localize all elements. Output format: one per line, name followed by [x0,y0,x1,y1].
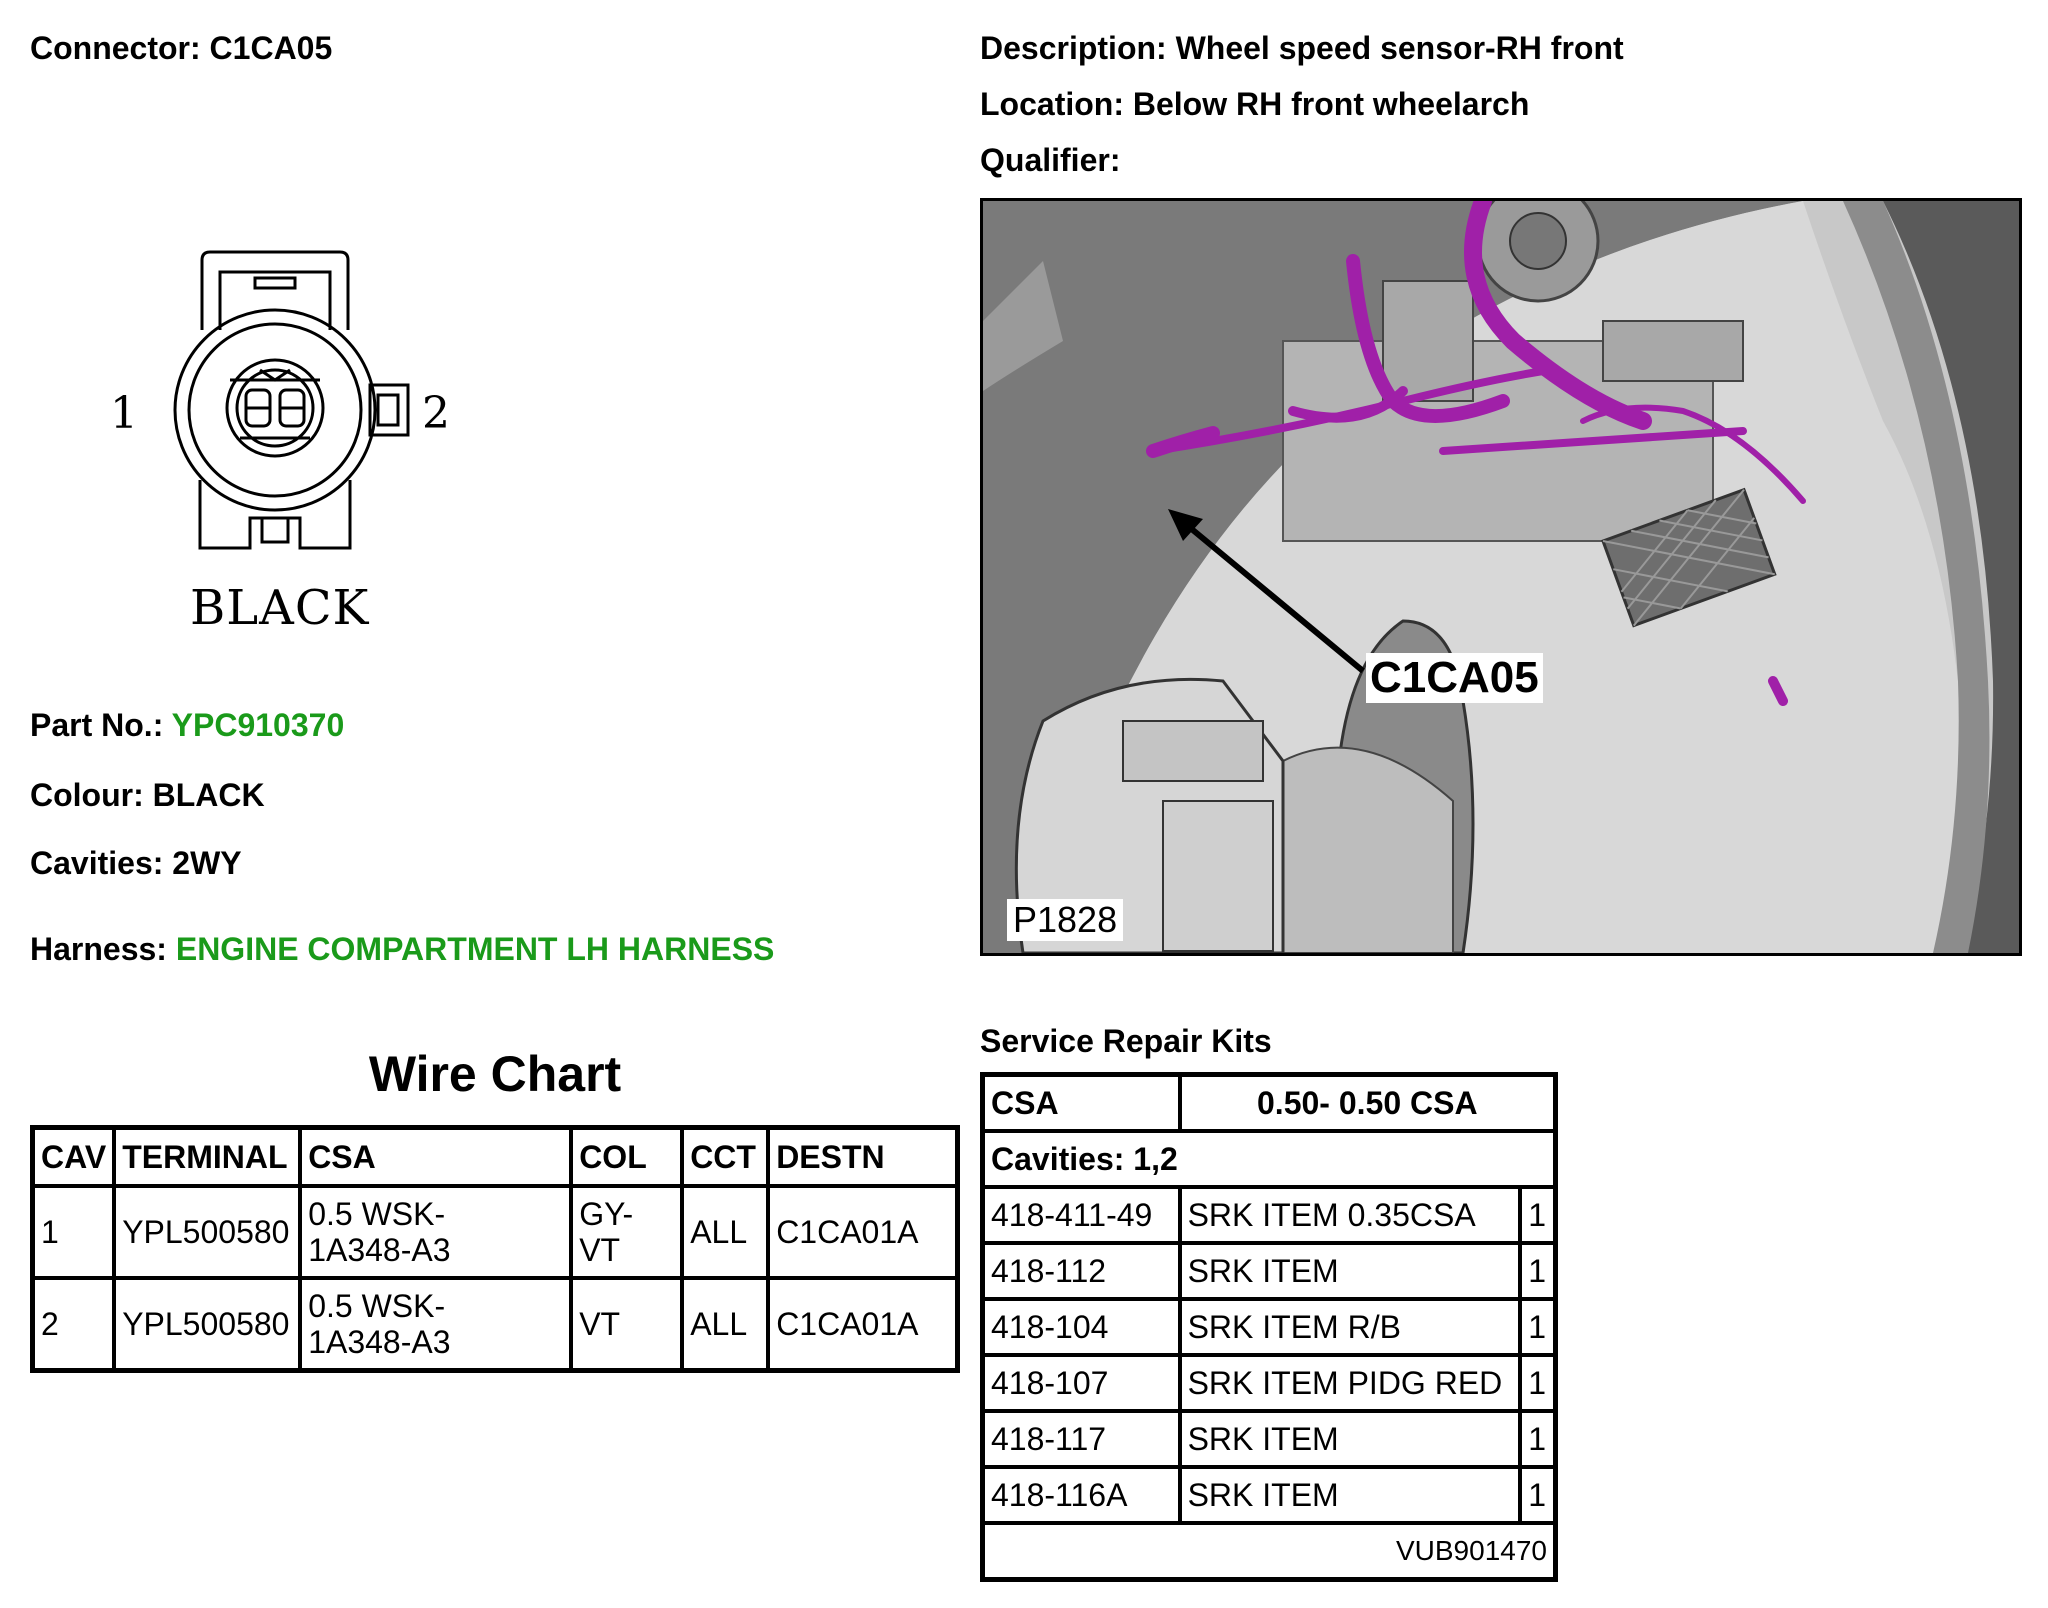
header-csa: CSA [298,1125,574,1188]
kit-item: SRK ITEM [1177,1409,1523,1469]
kits-footer-row: VUB901470 [980,1521,1558,1582]
kit-code: 418-107 [980,1353,1182,1413]
description-label: Description: [980,30,1167,66]
description-field: Description: Wheel speed sensor-RH front [980,28,1624,68]
pin-1-label: 1 [110,388,138,439]
header-cct: CCT [680,1125,771,1188]
qualifier-label: Qualifier: [980,142,1121,178]
location-field: Location: Below RH front wheelarch [980,84,1529,124]
kit-row: 418-112 SRK ITEM 1 [980,1241,1558,1301]
header-terminal: TERMINAL [112,1125,303,1188]
kit-code: 418-104 [980,1297,1182,1357]
location-value: Below RH front wheelarch [1132,86,1530,122]
harness-link[interactable]: ENGINE COMPARTMENT LH HARNESS [175,931,775,967]
cavities-label: Cavities: [30,845,164,881]
kit-row: 418-411-49 SRK ITEM 0.35CSA 1 [980,1185,1558,1245]
kit-row: 418-107 SRK ITEM PIDG RED 1 [980,1353,1558,1413]
csa-cell: 0.5 WSK-1A348-A3 [298,1184,574,1280]
wheelarch-illustration [983,201,2019,953]
service-repair-kits-title: Service Repair Kits [980,1023,1272,1059]
header-cav: CAV [30,1125,117,1188]
kit-code: 418-112 [980,1241,1182,1301]
cav-cell: 1 [30,1184,117,1280]
cct-cell: ALL [680,1276,771,1373]
destn-cell: C1CA01A [766,1276,960,1373]
col-line-1: VT [579,1306,621,1342]
qualifier-field: Qualifier: [980,140,1120,180]
connector-face-drawing: 1 2 [110,250,450,550]
service-repair-kits-table: CSA 0.50- 0.50 CSA Cavities: 1,2 418-411… [980,1072,1558,1582]
colour-field: Colour: BLACK [30,775,265,815]
connector-label: Connector: [30,30,201,66]
kit-item: SRK ITEM [1177,1241,1523,1301]
colour-value: BLACK [152,777,265,813]
kit-row: 418-117 SRK ITEM 1 [980,1409,1558,1469]
kit-item: SRK ITEM R/B [1177,1297,1523,1357]
kits-cavities: Cavities: 1,2 [980,1129,1558,1189]
location-label: Location: [980,86,1124,122]
kit-row: 418-116A SRK ITEM 1 [980,1465,1558,1525]
col-line-1: GY- [579,1196,634,1232]
destn-cell: C1CA01A [766,1184,960,1280]
kit-qty: 1 [1518,1297,1558,1357]
wire-chart-header-row: CAV TERMINAL CSA COL CCT DESTN [30,1125,960,1188]
cct-cell: ALL [680,1184,771,1280]
part-no-label: Part No.: [30,707,164,743]
description-value: Wheel speed sensor-RH front [1175,30,1624,66]
csa-line-2: 1A348-A3 [308,1324,451,1360]
part-no-field: Part No.: YPC910370 [30,705,344,745]
wire-chart-title: Wire Chart [368,1046,622,1102]
col-cell: GY-VT [569,1184,685,1280]
part-no-link[interactable]: YPC910370 [171,707,345,743]
kit-qty: 1 [1518,1185,1558,1245]
pin-2-label: 2 [422,388,450,439]
kits-csa-value: 0.50- 0.50 CSA [1177,1072,1558,1133]
location-photo: C1CA05 P1828 [980,198,2022,956]
colour-label: Colour: [30,777,144,813]
kit-qty: 1 [1518,1409,1558,1469]
csa-line-2: 1A348-A3 [308,1232,451,1268]
kits-csa-label: CSA [980,1072,1182,1133]
kits-footer-code: VUB901470 [980,1521,1558,1582]
header-col: COL [569,1125,685,1188]
kit-code: 418-116A [980,1465,1182,1525]
connector-colour-caption: BLACK [190,580,370,636]
col-cell: VT [569,1276,685,1373]
cavities-field: Cavities: 2WY [30,843,242,883]
table-row: 1 YPL500580 0.5 WSK-1A348-A3 GY-VT ALL C… [30,1184,960,1280]
col-line-2: VT [579,1232,621,1268]
kit-code: 418-117 [980,1409,1182,1469]
csa-line-1: 0.5 WSK- [308,1196,446,1232]
kit-item: SRK ITEM PIDG RED [1177,1353,1523,1413]
kits-csa-row: CSA 0.50- 0.50 CSA [980,1072,1558,1133]
kit-qty: 1 [1518,1241,1558,1301]
cav-cell: 2 [30,1276,117,1373]
kit-code: 418-411-49 [980,1185,1182,1245]
cavities-value: 2WY [172,845,242,881]
table-row: 2 YPL500580 0.5 WSK-1A348-A3 VT ALL C1CA… [30,1276,960,1373]
csa-line-1: 0.5 WSK- [308,1288,446,1324]
photo-code: P1828 [1007,899,1124,941]
terminal-cell: YPL500580 [112,1276,303,1373]
terminal-cell: YPL500580 [112,1184,303,1280]
csa-cell: 0.5 WSK-1A348-A3 [298,1276,574,1373]
kits-cavities-row: Cavities: 1,2 [980,1129,1558,1189]
kit-qty: 1 [1518,1465,1558,1525]
harness-label: Harness: [30,931,167,967]
connector-value: C1CA05 [209,30,333,66]
connector-field: Connector: C1CA05 [30,28,332,68]
kit-item: SRK ITEM 0.35CSA [1177,1185,1523,1245]
kit-row: 418-104 SRK ITEM R/B 1 [980,1297,1558,1357]
kit-item: SRK ITEM [1177,1465,1523,1525]
wire-chart-table: CAV TERMINAL CSA COL CCT DESTN 1 YPL5005… [30,1125,960,1373]
photo-callout-label: C1CA05 [1366,653,1543,703]
kit-qty: 1 [1518,1353,1558,1413]
header-destn: DESTN [766,1125,960,1188]
harness-field: Harness: ENGINE COMPARTMENT LH HARNESS [30,929,774,969]
